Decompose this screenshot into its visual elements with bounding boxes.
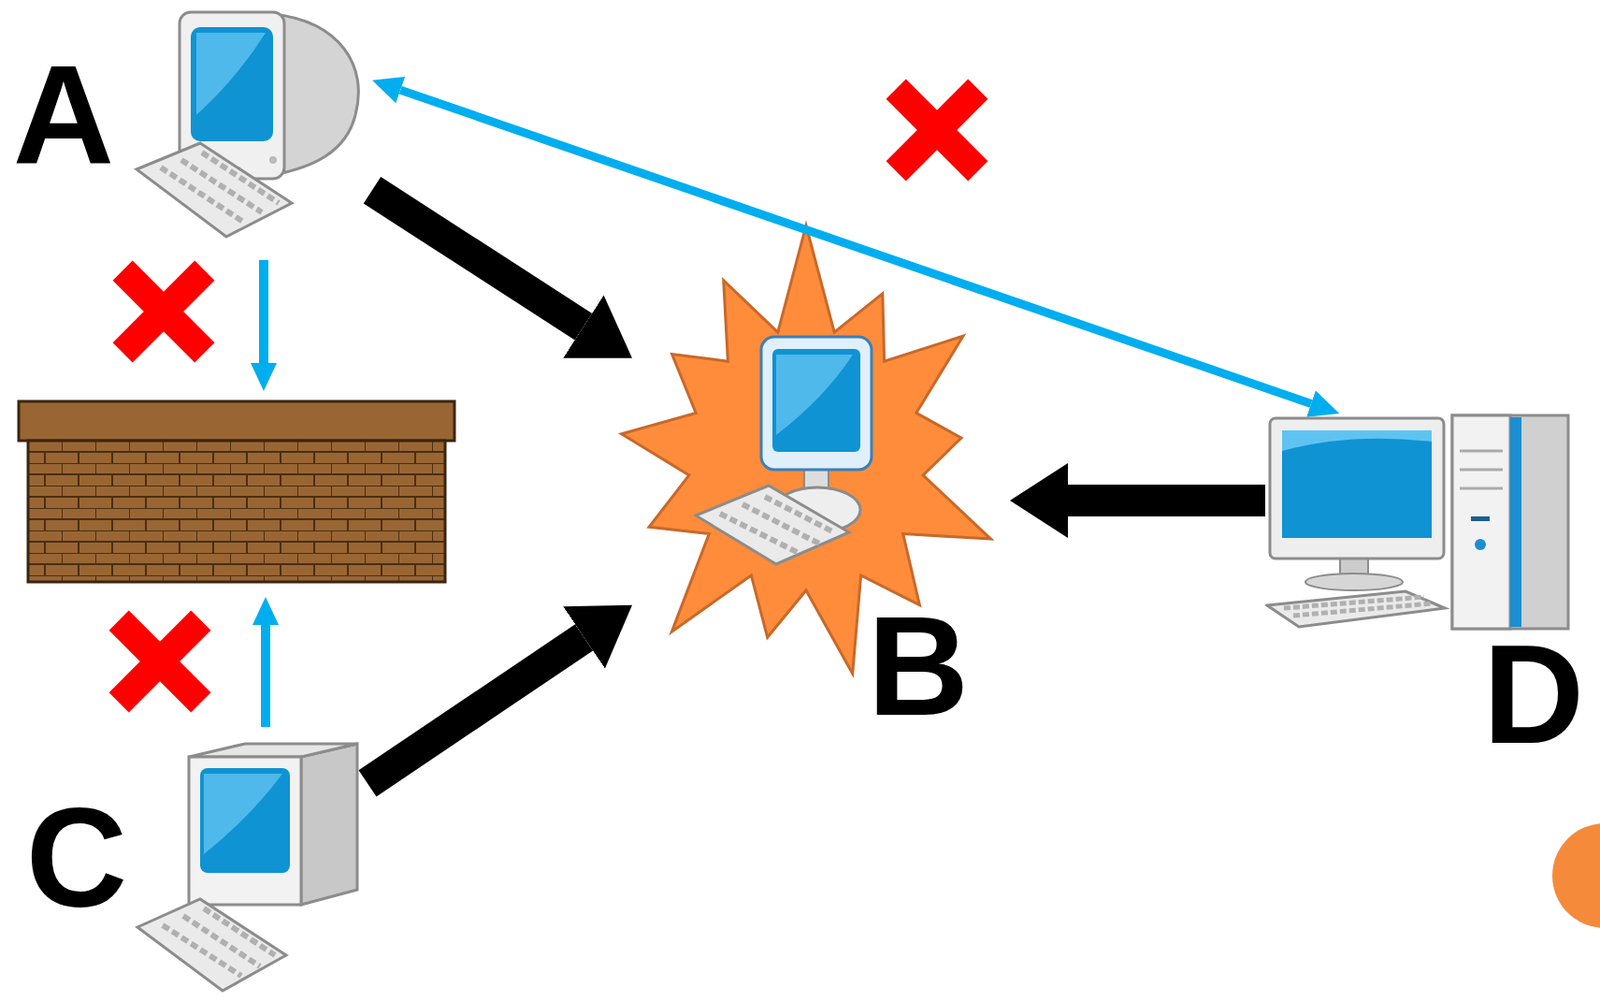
computer-icon [693,331,878,567]
computer-node: A [132,10,373,250]
blocked-cross [81,229,246,393]
computer-icon [1265,413,1572,634]
computer-icon [132,10,373,250]
blocked-cross [77,578,242,743]
connection-arrow [367,636,585,783]
computer-node: B [632,305,1010,653]
blocked-arrow [260,624,271,727]
connection-arrow [372,189,584,327]
computer-label: D [1483,623,1585,764]
firewall-wall [28,440,446,582]
connection-arrow [1067,484,1266,517]
blocked-arrow [259,259,269,363]
computer-label: A [13,43,115,185]
blocked-cross [854,47,1019,212]
computer-node: C [132,739,368,995]
firewall-cap [18,401,455,441]
decor-circle [1552,822,1600,928]
computer-label: C [26,787,128,928]
computer-node: D [1265,413,1572,634]
computer-icon [132,739,368,995]
computer-label: B [867,595,969,736]
